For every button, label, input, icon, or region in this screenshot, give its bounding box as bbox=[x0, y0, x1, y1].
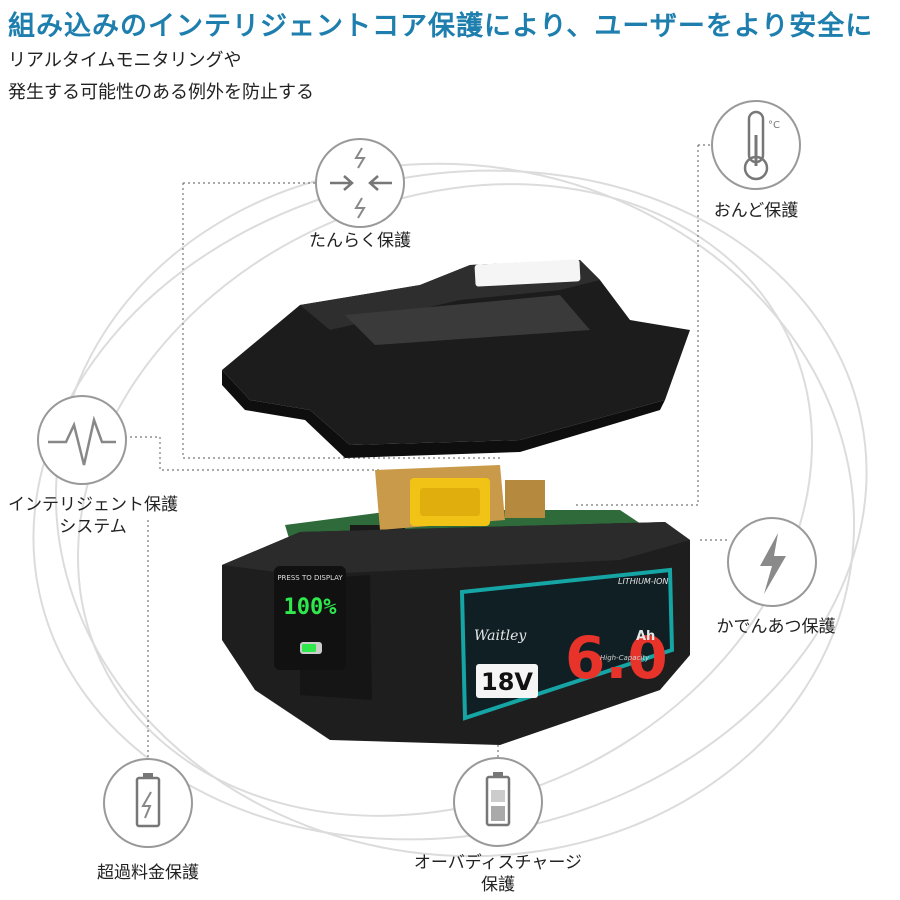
headline: 組み込みのインテリジェントコア保護により、ユーザーをより安全に bbox=[8, 11, 874, 42]
feature-overheat-label: かでんあつ保護 bbox=[716, 617, 836, 637]
chemistry-label: LITHIUM-ION bbox=[618, 577, 668, 586]
battery-cover bbox=[222, 259, 690, 458]
thermometer-icon: °C bbox=[711, 100, 801, 190]
pulse-wave-icon bbox=[37, 395, 127, 485]
feature-over-discharge-label: 超過料金保護 bbox=[97, 863, 199, 883]
feature-overcharge-line-1: オーバディスチャージ bbox=[413, 853, 583, 873]
display-value: 100% bbox=[284, 595, 338, 620]
feature-temperature-label: おんど保護 bbox=[713, 201, 799, 221]
feature-short-circuit-label: たんらく保護 bbox=[309, 231, 411, 251]
lightning-icon bbox=[727, 517, 817, 607]
capacity-unit: Ah bbox=[636, 629, 655, 644]
feature-intelligent-line-1: インテリジェント保護 bbox=[8, 495, 178, 515]
subtitle-line-1: リアルタイムモニタリングや bbox=[8, 50, 242, 71]
feature-overcharge-line-2: 保護 bbox=[481, 875, 515, 895]
brand-name: Waitley bbox=[474, 628, 527, 644]
display-prompt: PRESS TO DISPLAY bbox=[277, 574, 343, 582]
voltage-label: 18V bbox=[481, 668, 533, 696]
capacity-value: 6.0 bbox=[565, 624, 668, 692]
battery-charge-icon bbox=[453, 757, 543, 847]
feature-overcharge-label: オーバディスチャージ 保護 bbox=[398, 852, 598, 896]
subtitle-line-2: 発生する可能性のある例外を防止する bbox=[8, 82, 314, 103]
feature-intelligent-line-2: システム bbox=[59, 517, 127, 537]
capacity-note: High-Capacity bbox=[600, 654, 650, 662]
temperature-unit: °C bbox=[768, 120, 780, 131]
connector-lines bbox=[125, 144, 730, 770]
feature-intelligent-label: インテリジェント保護 システム bbox=[0, 494, 186, 538]
battery-body: PRESS TO DISPLAY 100% Waitley 18V 6.0 Ah… bbox=[222, 522, 690, 745]
battery-low-icon bbox=[103, 758, 193, 848]
short-circuit-arrows-icon bbox=[315, 138, 405, 228]
